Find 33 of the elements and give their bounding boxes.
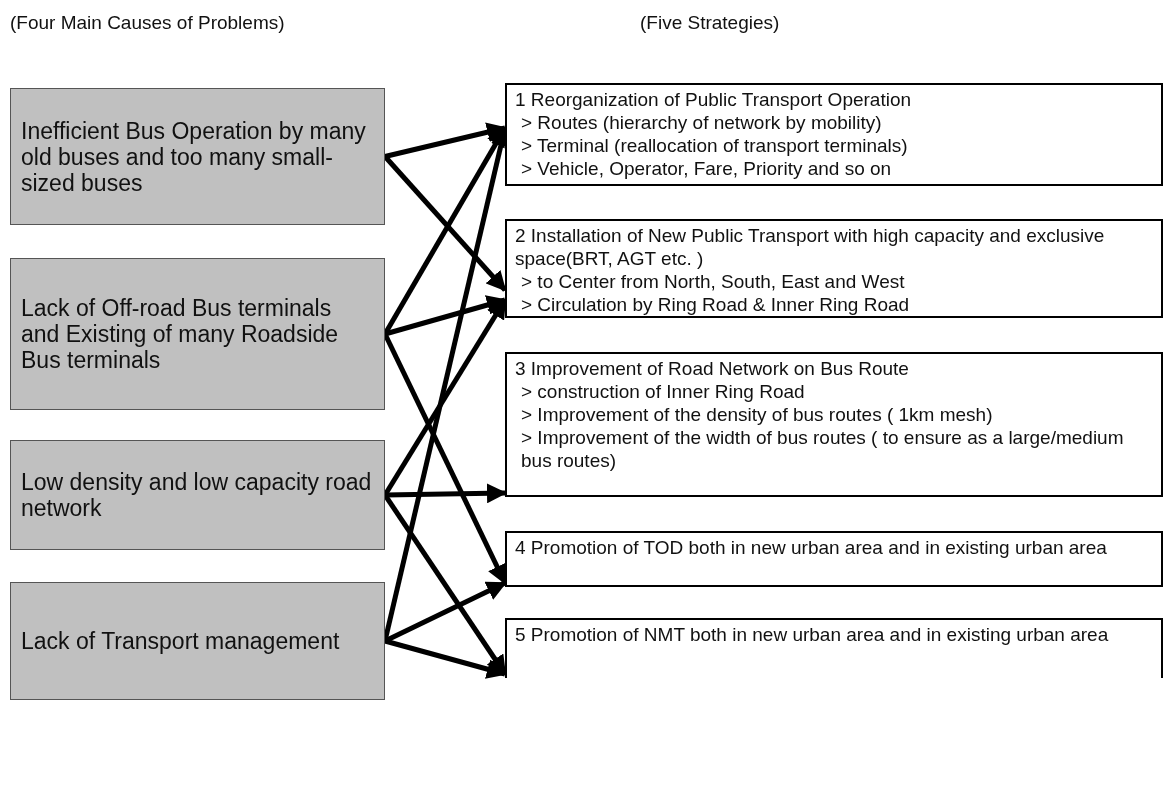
cause-text: Lack of Transport management [21, 628, 340, 654]
strategy-box [505, 219, 1163, 318]
column-heading: (Four Main Causes of Problems) [10, 12, 285, 34]
strategy-heading: 2 Installation of New Public Transport with high capacity and exclusive space(BRT, AGT etc. ) [515, 224, 1106, 270]
cause-box [10, 582, 385, 700]
arrow [384, 638, 507, 679]
arrow [383, 154, 507, 292]
cause-box [10, 88, 385, 225]
arrow [382, 332, 508, 585]
cause-box [10, 440, 385, 550]
strategy-item: > Terminal (reallocation of transport terminals) [520, 134, 909, 157]
cause-text: Inefficient Bus Operation by many old buses and too many small-sized buses [21, 117, 367, 196]
strategy-box [505, 352, 1163, 497]
strategy-box [505, 83, 1163, 186]
strategy-item: > Vehicle, Operator, Fare, Priority and so on [520, 157, 893, 180]
arrow [384, 295, 507, 337]
strategy-heading: 1 Reorganization of Public Transport Operation [515, 88, 913, 111]
cause-text: Lack of Off-road Bus terminals and Existing of many Roadside Bus terminals [21, 295, 340, 373]
strategy-box [505, 531, 1163, 587]
strategy-item: > Improvement of the density of bus routes ( 1km mesh) [520, 403, 994, 426]
strategy-item: > Circulation by Ring Road & Inner Ring Road [520, 293, 911, 316]
cause-text: Low density and low capacity road network [21, 469, 373, 521]
strategy-box [505, 618, 1163, 678]
strategy-heading: 5 Promotion of NMT both in new urban area and in existing urban area [515, 623, 1110, 646]
cause-box [10, 258, 385, 410]
strategy-item: > Routes (hierarchy of network by mobility) [520, 111, 883, 134]
column-heading: (Five Strategies) [640, 12, 780, 34]
arrow [384, 122, 507, 159]
strategy-item: > construction of Inner Ring Road [520, 380, 806, 403]
strategy-heading: 4 Promotion of TOD both in new urban area and in existing urban area [515, 536, 1108, 559]
strategy-heading: 3 Improvement of Road Network on Bus Route [515, 357, 910, 380]
strategy-item: > to Center from North, South, East and West [520, 270, 906, 293]
strategy-item: > Improvement of the width of bus routes ( to ensure as a large/medium bus routes) [520, 426, 1125, 472]
